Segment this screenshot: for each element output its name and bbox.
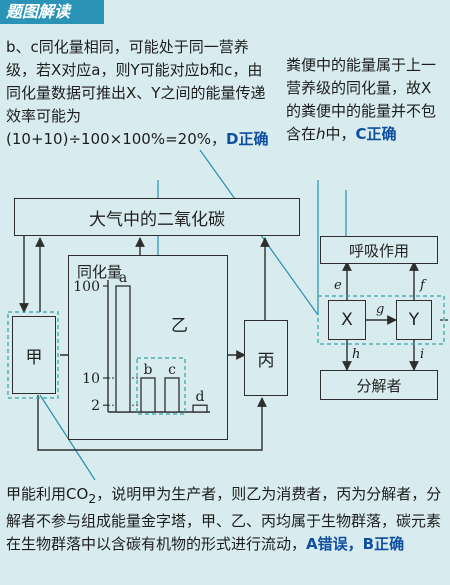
edge-e-label: e — [334, 278, 342, 293]
atmosphere-co2-box: 大气中的二氧化碳 — [14, 198, 300, 236]
chart-tick-label: 10 — [82, 371, 100, 387]
edge-g-label: g — [376, 302, 385, 317]
bottom-annotation: 甲能利用CO2，说明甲为生产者，则乙为消费者，丙为分解者，分解者不参与组成能量金… — [6, 483, 446, 556]
chart-bc-highlight — [136, 357, 186, 415]
decomposer-box: 分解者 — [320, 370, 438, 400]
edge-f-label: f — [420, 278, 425, 293]
x-label: X — [341, 310, 353, 330]
atmosphere-label: 大气中的二氧化碳 — [89, 209, 225, 230]
left-annotation: b、c同化量相同，可能处于同一营养级，若X对应a，则Y可能对应b和c，由同化量数… — [6, 36, 276, 151]
y-box: Y — [396, 300, 432, 340]
right-annotation: 粪便中的能量属于上一营养级的同化量，故X的粪便中的能量并不包含在h中，C正确 — [286, 54, 446, 146]
jia-box: 甲 — [12, 316, 56, 394]
jia-label: 甲 — [25, 347, 43, 368]
yi-label: 乙 — [171, 316, 188, 336]
chart-tick-label: 2 — [91, 398, 100, 414]
bottom-sep: ， — [347, 535, 363, 553]
right-annotation-text-2: 中， — [325, 125, 356, 143]
chart-bar-a — [115, 285, 131, 413]
edge-h-label: h — [352, 347, 361, 362]
left-annotation-text: b、c同化量相同，可能处于同一营养级，若X对应a，则Y可能对应b和c，由同化量数… — [6, 38, 266, 148]
left-conclusion: D正确 — [226, 130, 269, 148]
chart-ylabel: 同化量 — [77, 263, 123, 281]
section-header: 题图解读 — [0, 0, 104, 24]
right-annotation-text-1: 粪便中的能量属于上一营养级的同化量，故X的粪便中的能量并不包含在 — [286, 56, 437, 143]
edge-i-label: i — [420, 347, 425, 362]
respiration-box: 呼吸作用 — [320, 236, 438, 264]
bottom-conclusion-b: B正确 — [362, 535, 405, 553]
chart-bar-c — [164, 377, 180, 413]
chart-bar-d — [192, 404, 208, 413]
bing-label: 丙 — [257, 350, 275, 371]
right-annotation-italic: h — [316, 125, 326, 143]
bottom-conclusion-a: A错误 — [306, 535, 348, 553]
chart-bar-b — [140, 377, 156, 413]
bottom-annotation-text-2: ，说明甲为生产者，则乙为消费者，丙为分解者，分解者不参与组成能量金字塔，甲、乙、… — [6, 485, 442, 553]
chart-bar-label-c: c — [168, 362, 176, 378]
bing-box: 丙 — [244, 320, 288, 396]
chart-bar-label-a: a — [119, 270, 127, 286]
y-label: Y — [408, 310, 420, 330]
right-conclusion: C正确 — [355, 125, 397, 143]
chart-bar-label-d: d — [196, 389, 205, 405]
decomposer-label: 分解者 — [356, 376, 402, 395]
bottom-annotation-text-1: 甲能利用CO — [6, 485, 89, 503]
callout-line-bottom — [39, 394, 96, 481]
chart-bar-label-b: b — [144, 362, 153, 378]
respiration-label: 呼吸作用 — [348, 241, 409, 260]
bottom-annotation-sub: 2 — [88, 491, 97, 506]
chart-tick-label: 100 — [73, 279, 100, 295]
x-box: X — [328, 300, 366, 340]
